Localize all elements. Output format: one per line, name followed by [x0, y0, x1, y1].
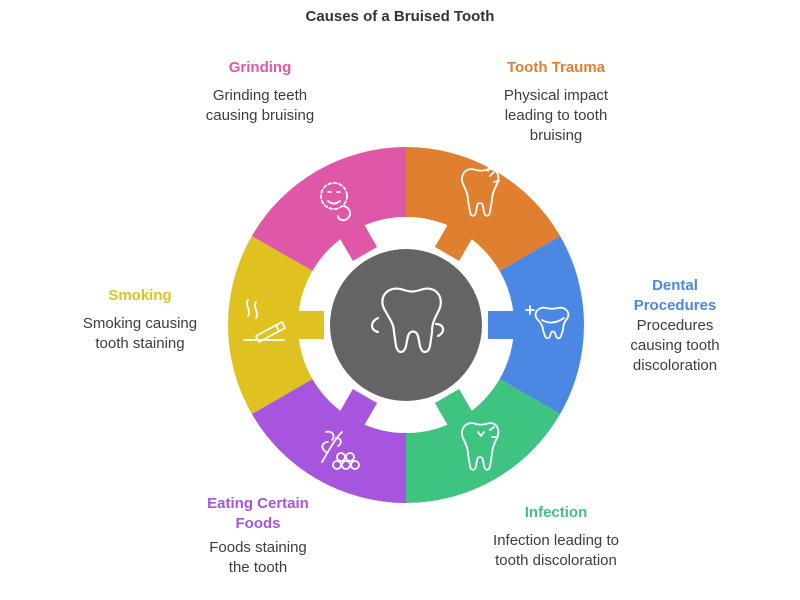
cause-description: Infection leading to tooth discoloration	[493, 532, 619, 569]
chipped-tooth-icon	[461, 165, 500, 217]
label-smoking: Smoking Smoking causing tooth staining	[60, 286, 220, 354]
diagram-title: Causes of a Bruised Tooth	[305, 8, 495, 25]
sparkle-tooth-icon	[525, 305, 570, 340]
connectors	[294, 221, 518, 429]
connector-tab	[434, 221, 475, 261]
cause-description: Grinding teeth causing bruising	[205, 87, 315, 124]
segment-smoking	[228, 236, 313, 414]
cigarette-icon	[243, 299, 286, 343]
label-grinding: Grinding Grinding teeth causing bruising	[180, 58, 340, 126]
connector-tab	[337, 221, 378, 261]
grapes-icon	[321, 430, 360, 470]
grinding-face-icon	[320, 182, 351, 222]
cause-name: Infection	[524, 504, 588, 521]
segment-eating-certain-foods	[251, 379, 406, 503]
cause-name: Grinding	[228, 59, 292, 76]
segment-infection	[406, 379, 561, 503]
segment-grinding	[251, 147, 406, 271]
infected-tooth-icon	[461, 422, 500, 471]
cause-name: Dental Procedures	[633, 277, 717, 314]
connector-tab	[488, 311, 518, 339]
connector-tab	[337, 389, 378, 429]
label-tooth-trauma: Tooth Trauma Physical impact leading to …	[476, 58, 636, 146]
cause-description: Smoking causing tooth staining	[82, 315, 198, 352]
cause-name: Eating Certain Foods	[207, 495, 309, 532]
cause-name: Smoking	[108, 287, 172, 304]
connector-tab	[434, 389, 475, 429]
label-dental-procedures: Dental Procedures Procedures causing too…	[614, 276, 736, 376]
cause-description: Foods staining the tooth	[209, 539, 307, 576]
label-infection: Infection Infection leading to tooth dis…	[476, 503, 636, 571]
cause-description: Procedures causing tooth discoloration	[630, 317, 720, 374]
cause-description: Physical impact leading to tooth bruisin…	[503, 87, 609, 144]
label-eating-certain-foods: Eating Certain Foods Foods staining the …	[186, 494, 330, 578]
center-hub	[330, 249, 482, 401]
tooth-icon	[370, 287, 445, 354]
cause-name: Tooth Trauma	[506, 59, 606, 76]
connector-tab	[294, 311, 324, 339]
